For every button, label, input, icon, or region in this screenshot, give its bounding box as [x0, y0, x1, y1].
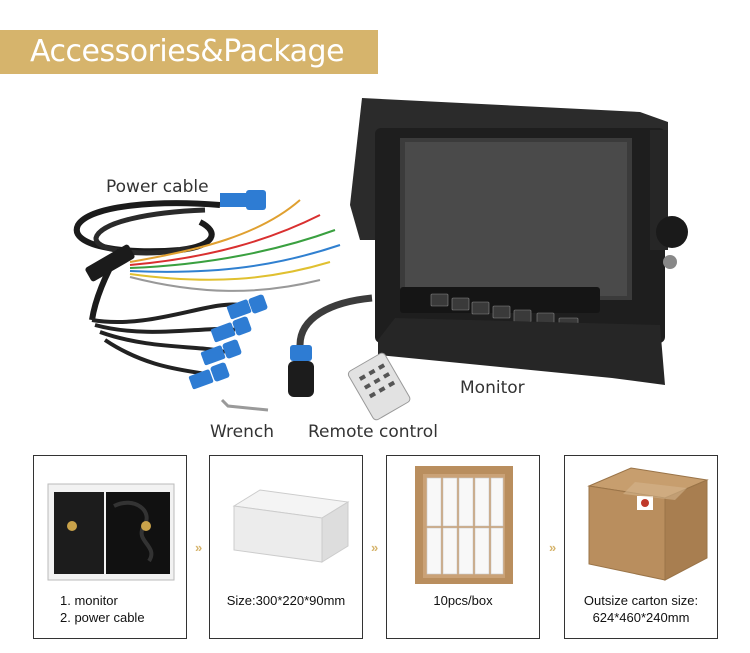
package-box-carton: Outsize carton size: 624*460*240mm: [564, 455, 718, 639]
arrow-1: »: [195, 540, 203, 555]
label-monitor: Monitor: [460, 378, 525, 398]
label-wrench: Wrench: [210, 422, 275, 442]
carton-top-photo: [415, 466, 513, 584]
remote-control-image: [347, 352, 411, 421]
box4-line1: Outsize carton size:: [583, 593, 699, 608]
box3-caption: 10pcs/box: [433, 593, 493, 608]
product-illustration: [73, 98, 688, 421]
sealed-carton-photo: [587, 467, 709, 581]
box2-caption: Size:300*220*90mm: [226, 593, 346, 608]
box1-line1: 1. monitor: [60, 593, 118, 608]
section-banner: Accessories&Package: [0, 30, 378, 74]
package-box-contents: 1. monitor 2. power cable: [33, 455, 187, 639]
arrow-3: »: [549, 540, 557, 555]
label-remote-control: Remote control: [308, 422, 438, 442]
wrench-image: [220, 398, 269, 412]
box1-line2: 2. power cable: [60, 610, 145, 625]
power-cable-image: [73, 190, 341, 390]
banner-title: Accessories&Package: [30, 34, 345, 69]
white-box-photo: [232, 489, 350, 563]
open-box-photo: [47, 483, 175, 581]
label-power-cable: Power cable: [106, 177, 209, 197]
arrow-2: »: [371, 540, 379, 555]
box4-line2: 624*460*240mm: [592, 610, 690, 625]
package-box-size: Size:300*220*90mm: [209, 455, 363, 639]
monitor-image: [288, 98, 688, 397]
package-box-count: 10pcs/box: [386, 455, 540, 639]
